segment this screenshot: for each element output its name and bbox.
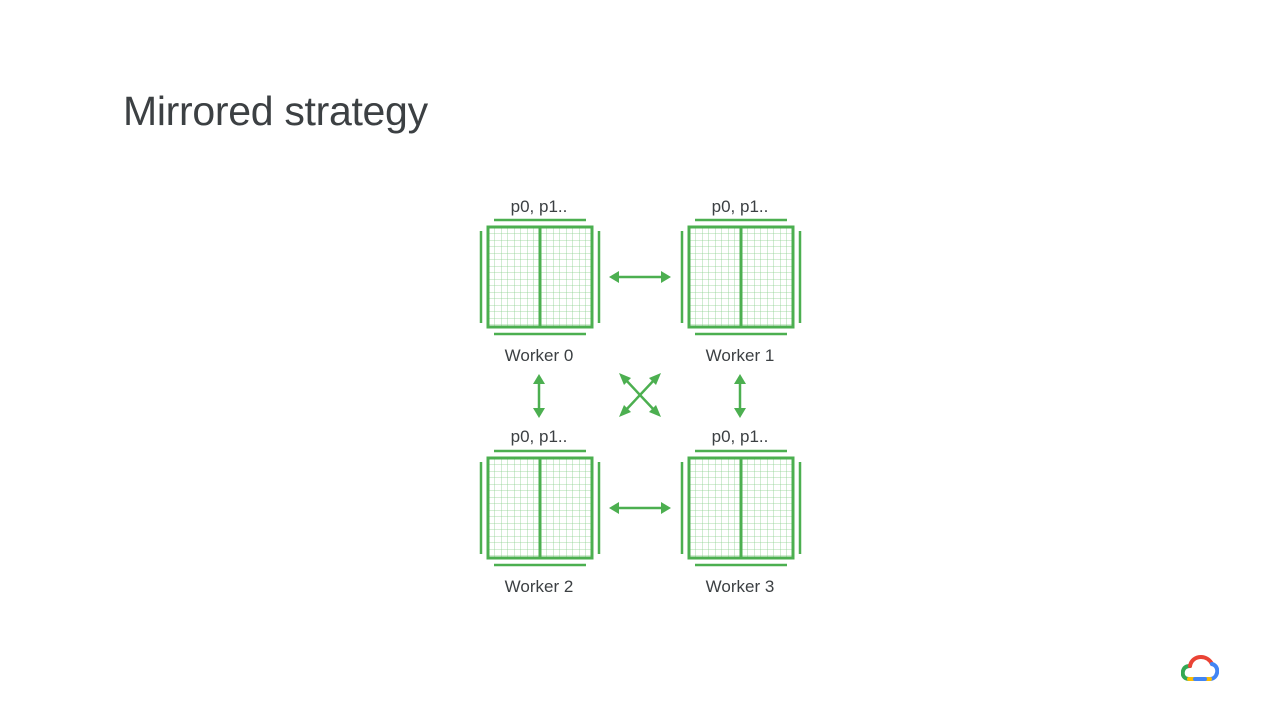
arrow-worker1-worker3 — [734, 374, 746, 418]
worker-2: p0, p1.. Worker 2 — [479, 427, 601, 596]
worker-2-gpu-icon — [479, 449, 601, 567]
worker-0: p0, p1.. Worker 0 — [479, 197, 601, 365]
worker-0-gpu-icon — [479, 218, 601, 336]
worker-3-params: p0, p1.. — [712, 427, 769, 446]
worker-3: p0, p1.. Worker 3 — [680, 427, 802, 596]
arrow-worker2-worker3 — [609, 502, 671, 514]
arrow-worker1-worker2 — [619, 373, 661, 417]
worker-1-gpu-icon — [680, 218, 802, 336]
worker-1-params: p0, p1.. — [712, 197, 769, 216]
worker-0-label: Worker 0 — [505, 346, 574, 365]
arrow-worker0-worker1 — [609, 271, 671, 283]
slide-title: Mirrored strategy — [123, 88, 428, 134]
arrow-worker0-worker2 — [533, 374, 545, 418]
worker-3-gpu-icon — [680, 449, 802, 567]
worker-3-label: Worker 3 — [706, 577, 775, 596]
worker-2-label: Worker 2 — [505, 577, 574, 596]
worker-0-params: p0, p1.. — [511, 197, 568, 216]
worker-2-params: p0, p1.. — [511, 427, 568, 446]
arrows — [533, 271, 746, 514]
google-cloud-logo-icon — [1181, 655, 1219, 681]
worker-1-label: Worker 1 — [706, 346, 775, 365]
worker-1: p0, p1.. Worker 1 — [680, 197, 802, 365]
